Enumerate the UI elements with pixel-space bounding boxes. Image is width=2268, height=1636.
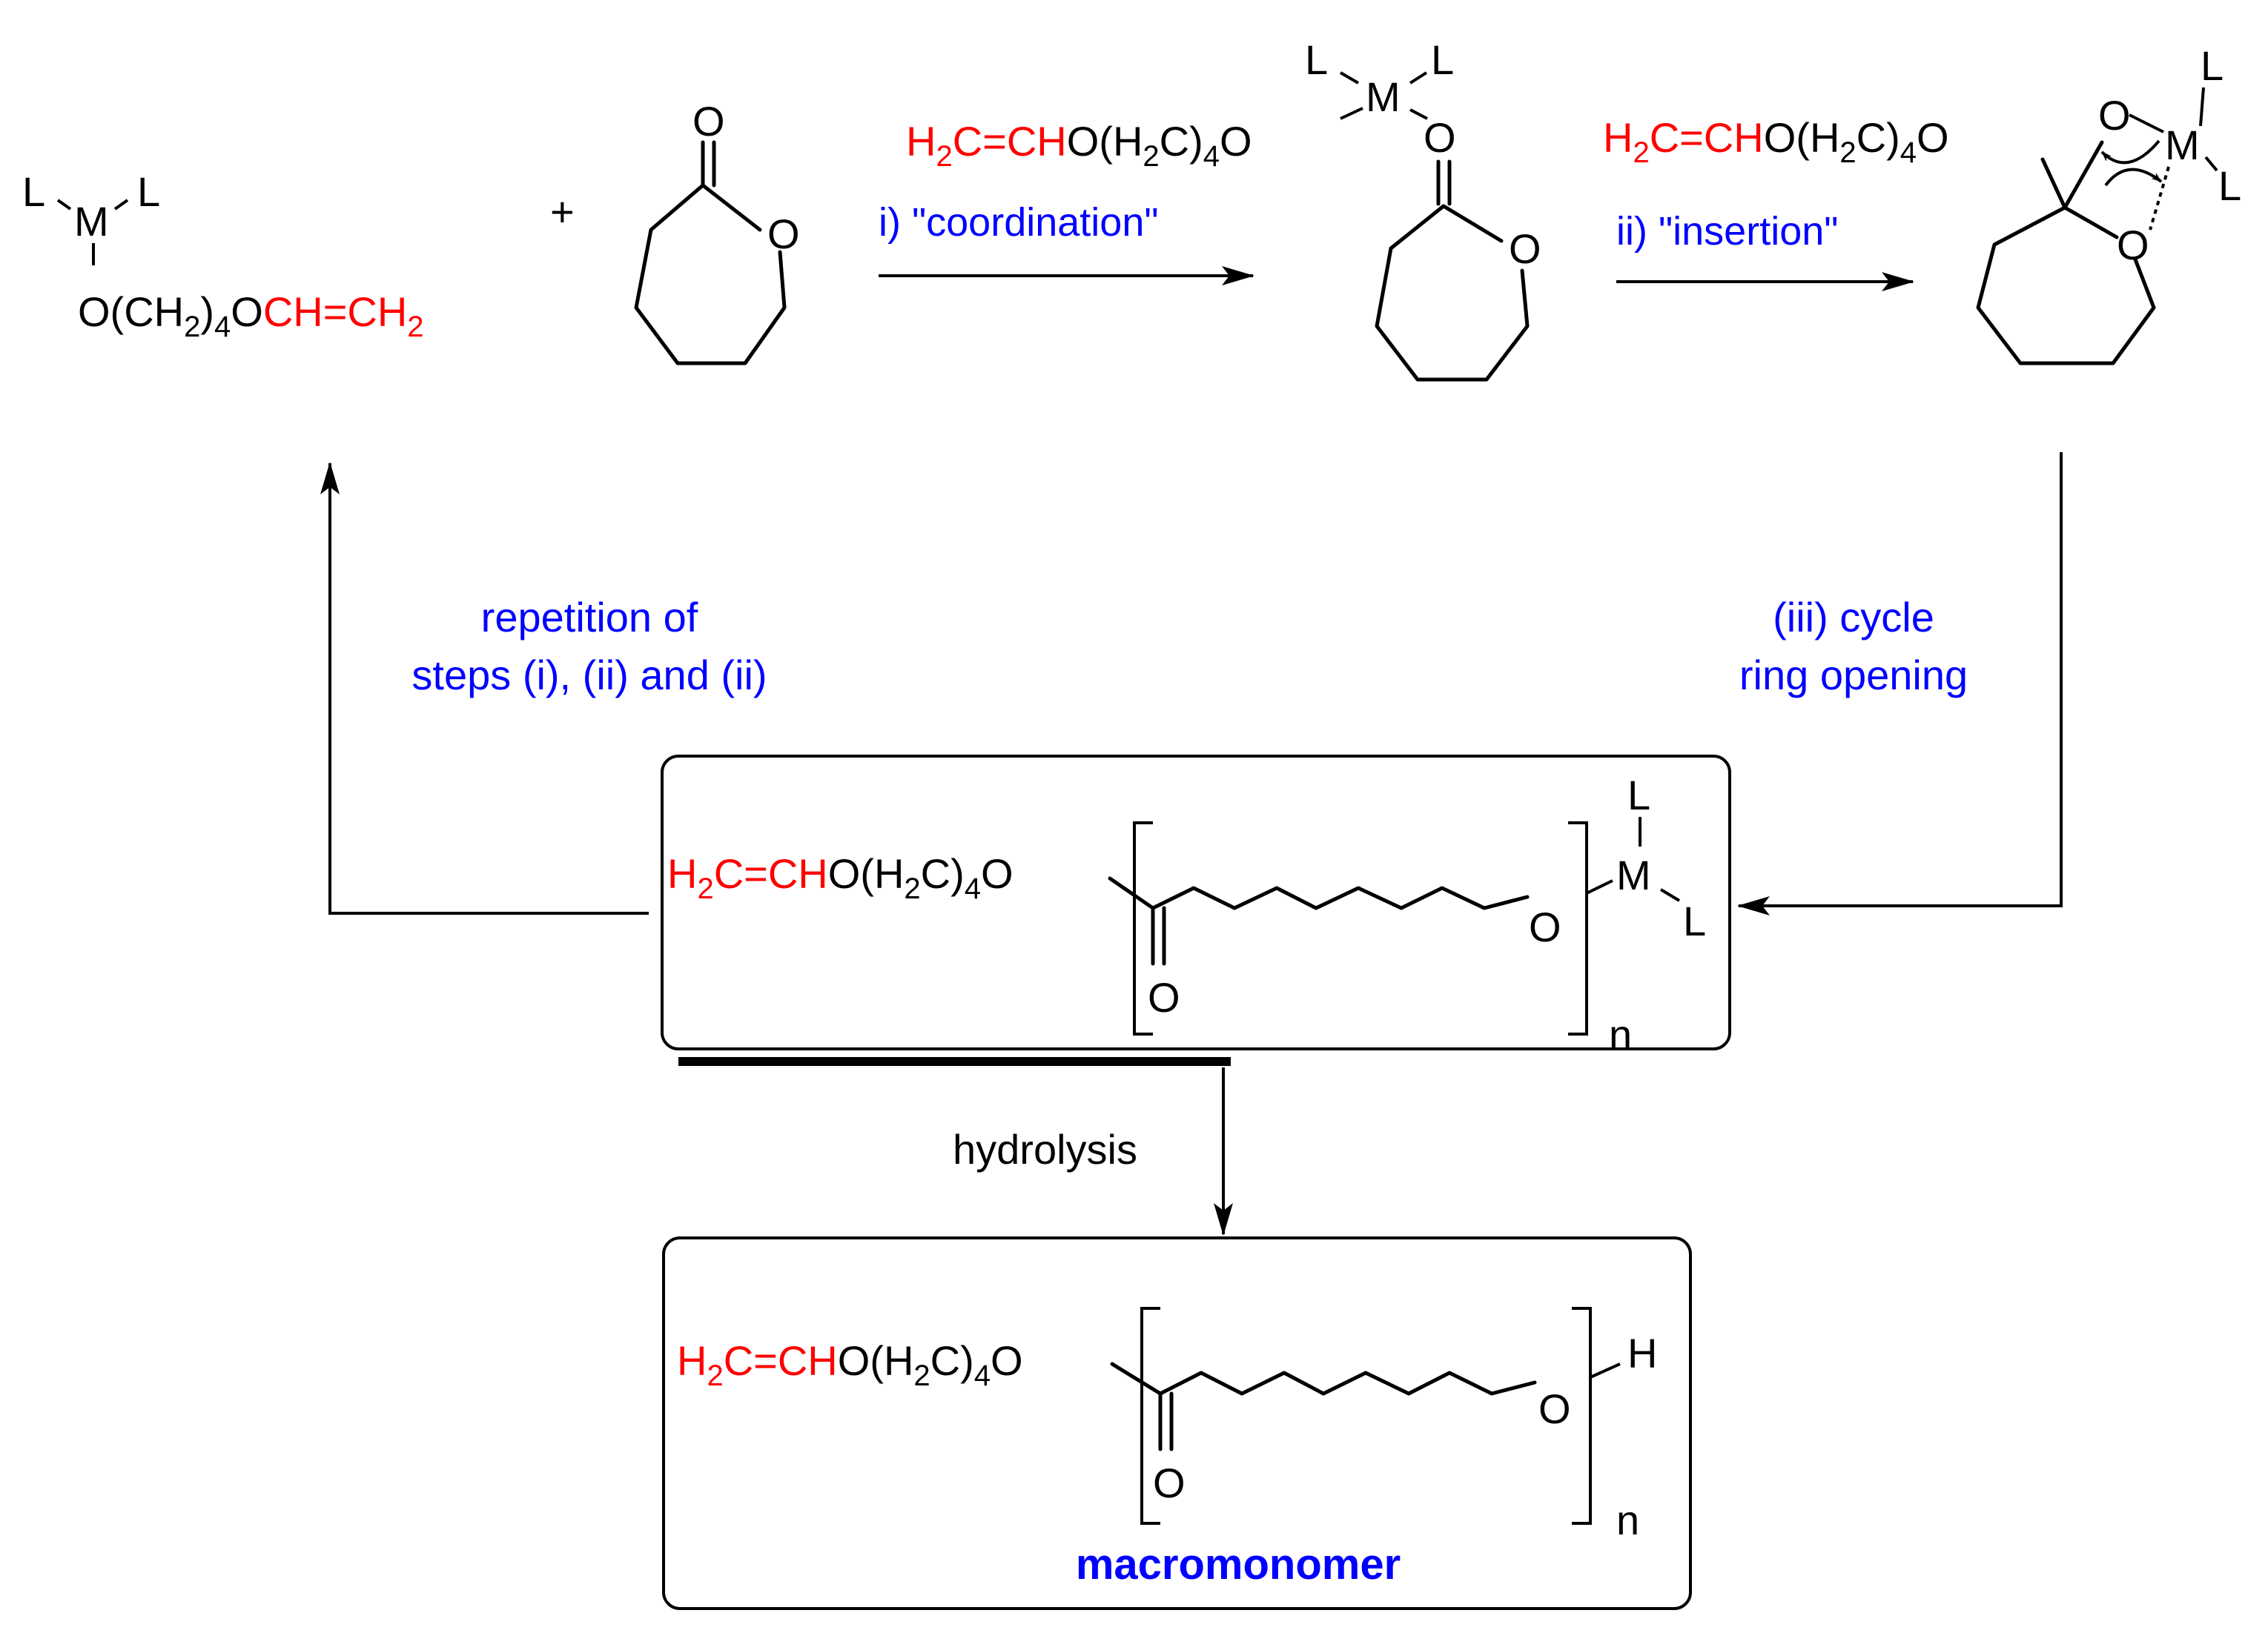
- repetition-label-line2: steps (i), (ii) and (ii): [411, 652, 767, 698]
- initiator-ligand-right: L: [137, 168, 160, 215]
- coordination-ligand-right: L: [1431, 36, 1454, 83]
- insertion-ring-oxygen: O: [2117, 222, 2149, 268]
- macromonomer-box: H2C=CHO(H2C)4O O O H n macromonomer: [662, 1236, 1692, 1610]
- insertion-intermediate: H2C=CHO(H2C)4O O O M L L: [1603, 42, 2241, 365]
- plus-sign: +: [550, 188, 575, 235]
- caprolactone-carbonyl-oxygen: O: [692, 98, 725, 145]
- macromonomer-end-oxygen: O: [1538, 1385, 1571, 1432]
- initiator-ligand-left: L: [22, 168, 45, 215]
- macromonomer-name: macromonomer: [1076, 1540, 1401, 1589]
- propagating-repeat-n: n: [1609, 1011, 1632, 1058]
- insertion-top-oxygen: O: [2098, 92, 2131, 139]
- initiator-metal: M: [74, 198, 109, 245]
- initiator-structure: L M L O(CH2)4OCH=CH2: [22, 168, 424, 343]
- propagating-vinyl-chain: H2C=CHO(H2C)4O: [667, 850, 1014, 905]
- ring-opening-arrow: [1737, 452, 2063, 915]
- repetition-arrow: [320, 462, 649, 915]
- propagating-end-oxygen: O: [1529, 904, 1561, 950]
- macromonomer-vinyl-chain: H2C=CHO(H2C)4O: [677, 1337, 1023, 1392]
- macromonomer-repeat-n: n: [1616, 1497, 1639, 1543]
- propagating-chain-box: H2C=CHO(H2C)4O O O M L L n: [661, 755, 1731, 1066]
- propagating-metal: M: [1616, 852, 1651, 898]
- coordination-carbonyl-oxygen: O: [1424, 114, 1456, 161]
- repetition-label-line1: repetition of: [481, 594, 698, 640]
- coordination-metal: M: [1366, 73, 1401, 120]
- coordination-ring-oxygen: O: [1509, 225, 1541, 272]
- propagating-carbonyl-oxygen: O: [1148, 974, 1180, 1021]
- ring-opening-label-line1: (iii) cycle: [1773, 594, 1934, 640]
- coordination-ligand-left: L: [1305, 36, 1328, 83]
- coordination-vinyl-chain: H2C=CHO(H2C)4O: [906, 118, 1252, 173]
- insertion-metal: M: [2165, 122, 2200, 168]
- ring-opening-label-line2: ring opening: [1739, 652, 1968, 698]
- macromonomer-end-hydrogen: H: [1627, 1330, 1657, 1377]
- step-coordination-label: i) "coordination": [879, 200, 1159, 245]
- caprolactone-structure: O O: [634, 98, 800, 365]
- initiator-chain: O(CH2)4OCH=CH2: [78, 288, 424, 343]
- step-insertion-label: ii) "insertion": [1616, 209, 1838, 254]
- macromonomer-carbonyl-oxygen: O: [1153, 1460, 1186, 1506]
- insertion-vinyl-chain: H2C=CHO(H2C)4O: [1603, 114, 1949, 169]
- hydrolysis-label: hydrolysis: [953, 1126, 1137, 1173]
- caprolactone-ring-oxygen: O: [767, 211, 800, 257]
- propagating-ligand-top: L: [1627, 772, 1650, 818]
- insertion-ligand-bottom: L: [2218, 162, 2241, 209]
- insertion-ligand-top: L: [2201, 42, 2224, 89]
- coordinated-complex: H2C=CHO(H2C)4O L L M O O: [906, 36, 1541, 382]
- propagating-ligand-right: L: [1683, 898, 1706, 944]
